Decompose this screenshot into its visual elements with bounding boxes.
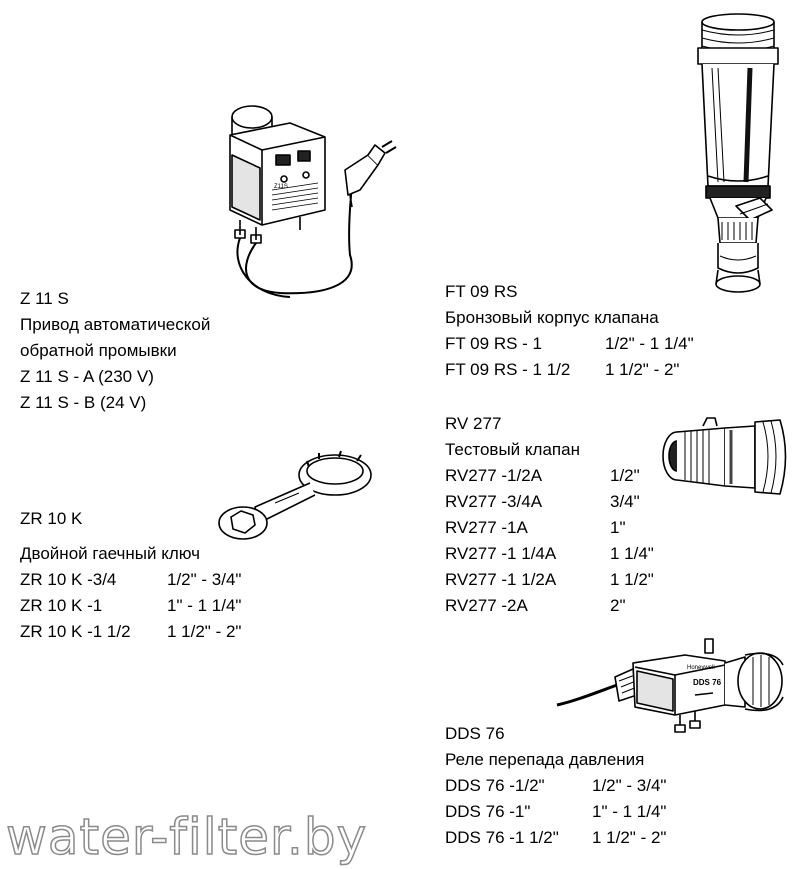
rv277-variant-row: RV277 -1/2A 1/2": [445, 463, 640, 489]
ft09rs-variant-row: FT 09 RS - 1 1/2 1 1/2" - 2": [445, 357, 679, 383]
zr10k-variant-row: ZR 10 K -1 1/2 1 1/2" - 2": [20, 619, 241, 645]
ft09rs-block: FT 09 RS Бронзовый корпус клапана FT 09 …: [445, 279, 694, 383]
zr10k-title: ZR 10 K: [20, 509, 83, 528]
filter-housing-image: [697, 13, 779, 293]
rv277-size: 1 1/4": [610, 544, 654, 563]
zr10k-desc: Двойной гаечный ключ: [20, 544, 201, 563]
pressure-switch-body-label: DDS 76: [693, 678, 722, 687]
dds76-size: 1 1/2" - 2": [592, 828, 667, 847]
dds76-variant-row: DDS 76 -1/2" 1/2" - 3/4": [445, 773, 666, 799]
z11s-variant-b: Z 11 S - B (24 V): [20, 393, 147, 412]
ft09rs-desc: Бронзовый корпус клапана: [445, 308, 659, 327]
z11s-desc-line-2: обратной промывки: [20, 341, 177, 360]
rv277-size: 3/4": [610, 492, 640, 511]
zr10k-size: 1 1/2" - 2": [167, 622, 242, 641]
ft09rs-size: 1/2" - 1 1/4": [605, 334, 694, 353]
zr10k-variant-row: ZR 10 K -3/4 1/2" - 3/4": [20, 567, 241, 593]
dds76-code: DDS 76 -1/2": [445, 776, 545, 795]
z11s-desc-line-1: Привод автоматической: [20, 315, 211, 334]
z11s-title: Z 11 S: [20, 289, 69, 308]
dds76-block: DDS 76 Реле перепада давления DDS 76 -1/…: [445, 721, 666, 851]
ft09rs-title: FT 09 RS: [445, 282, 518, 301]
zr10k-block: ZR 10 K Двойной гаечный ключ ZR 10 K -3/…: [20, 506, 241, 645]
dds76-variant-row: DDS 76 -1 1/2" 1 1/2" - 2": [445, 825, 666, 851]
rv277-block: RV 277 Тестовый клапан RV277 -1/2A 1/2" R…: [445, 411, 654, 619]
rv277-title: RV 277: [445, 414, 502, 433]
z11s-variant-a: Z 11 S - A (230 V): [20, 367, 154, 386]
ft09rs-variant-row: FT 09 RS - 1 1/2" - 1 1/4": [445, 331, 694, 357]
z11s-block: Z 11 S Привод автоматической обратной пр…: [20, 286, 210, 416]
dds76-size: 1" - 1 1/4": [592, 802, 667, 821]
zr10k-size: 1/2" - 3/4": [167, 570, 242, 589]
ft09rs-code: FT 09 RS - 1: [445, 334, 542, 353]
double-wrench-image: [218, 450, 372, 540]
ft09rs-code: FT 09 RS - 1 1/2: [445, 360, 571, 379]
rv277-size: 1/2": [610, 466, 640, 485]
rv277-variant-row: RV277 -3/4A 3/4": [445, 489, 640, 515]
rv277-variant-row: RV277 -1 1/2A 1 1/2": [445, 567, 654, 593]
dds76-size: 1/2" - 3/4": [592, 776, 667, 795]
ft09rs-size: 1 1/2" - 2": [605, 360, 680, 379]
zr10k-size: 1" - 1 1/4": [167, 596, 242, 615]
zr10k-code: ZR 10 K -1: [20, 596, 103, 615]
watermark: water-filter.by: [5, 807, 368, 867]
rv277-code: RV277 -1A: [445, 518, 528, 537]
dds76-code: DDS 76 -1 1/2": [445, 828, 559, 847]
rv277-code: RV277 -1/2A: [445, 466, 543, 485]
rv277-variant-row: RV277 -1A 1": [445, 515, 626, 541]
dds76-title: DDS 76: [445, 724, 505, 743]
pressure-switch-brand: Honeywell: [687, 665, 715, 671]
actuator-image: Z11S: [229, 105, 397, 298]
rv277-desc: Тестовый клапан: [445, 440, 580, 459]
pressure-switch-image: Honeywell DDS 76: [556, 638, 784, 733]
dds76-variant-row: DDS 76 -1" 1" - 1 1/4": [445, 799, 666, 825]
rv277-size: 1": [610, 518, 626, 537]
rv277-size: 2": [610, 596, 626, 615]
zr10k-code: ZR 10 K -1 1/2: [20, 622, 131, 641]
test-valve-image: [662, 417, 787, 495]
zr10k-code: ZR 10 K -3/4: [20, 570, 117, 589]
rv277-size: 1 1/2": [610, 570, 654, 589]
actuator-display-label: Z11S: [274, 184, 288, 190]
rv277-code: RV277 -2A: [445, 596, 528, 615]
dds76-code: DDS 76 -1": [445, 802, 531, 821]
rv277-variant-row: RV277 -2A 2": [445, 593, 626, 619]
rv277-variant-row: RV277 -1 1/4A 1 1/4": [445, 541, 654, 567]
dds76-desc: Реле перепада давления: [445, 750, 645, 769]
rv277-code: RV277 -3/4A: [445, 492, 543, 511]
zr10k-variant-row: ZR 10 K -1 1" - 1 1/4": [20, 593, 241, 619]
rv277-code: RV277 -1 1/2A: [445, 570, 557, 589]
rv277-code: RV277 -1 1/4A: [445, 544, 557, 563]
